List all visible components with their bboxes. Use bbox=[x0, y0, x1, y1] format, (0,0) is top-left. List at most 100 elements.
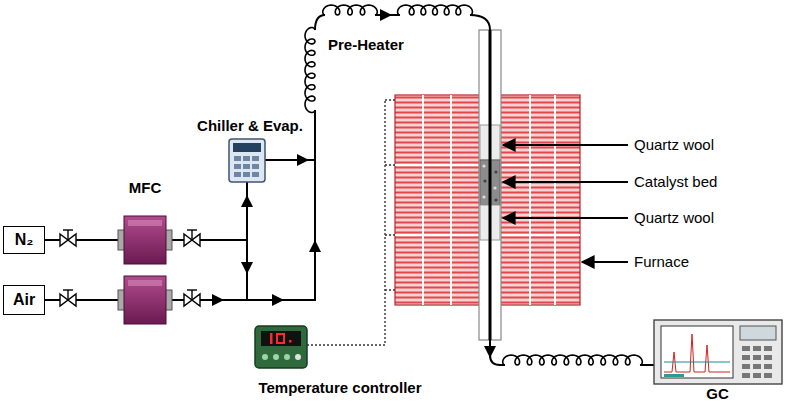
chiller-unit bbox=[234, 156, 259, 177]
node-text: Chiller & Evap. bbox=[197, 116, 303, 136]
gas-source-box: N₂ bbox=[3, 226, 45, 254]
node-text: Temperature controller bbox=[258, 378, 421, 398]
reactor-tube bbox=[479, 30, 501, 340]
mfc-unit bbox=[128, 280, 162, 286]
flow-arrow bbox=[380, 9, 392, 21]
reactor-tube bbox=[489, 30, 492, 340]
gc-instrument bbox=[753, 364, 761, 369]
gc-instrument bbox=[764, 346, 772, 351]
gas-chromatograph: GC bbox=[650, 318, 785, 404]
leader-line bbox=[503, 181, 628, 183]
leader-line bbox=[503, 217, 628, 219]
controller-unit bbox=[273, 354, 279, 360]
mfc-unit bbox=[124, 276, 166, 324]
chiller-unit bbox=[229, 139, 265, 182]
flow-arrow bbox=[241, 195, 253, 207]
controller-unit bbox=[262, 354, 268, 360]
valve-symbol bbox=[67, 290, 68, 300]
reactor-tube bbox=[493, 186, 496, 189]
chiller-evaporator: Chiller & Evap. bbox=[190, 116, 310, 184]
gas-pipe bbox=[470, 15, 490, 30]
controller-unit bbox=[277, 334, 284, 343]
valve-symbol bbox=[191, 230, 192, 240]
reactor-tube bbox=[482, 195, 485, 198]
chiller-unit bbox=[243, 164, 250, 169]
valve-symbol bbox=[187, 229, 197, 230]
mfc-unit bbox=[124, 216, 166, 264]
gc-instrument bbox=[764, 364, 772, 369]
control-wire bbox=[307, 100, 395, 345]
coil-tube bbox=[398, 5, 473, 15]
gc-instrument bbox=[661, 326, 733, 378]
gc-instrument bbox=[664, 362, 730, 363]
chiller-unit bbox=[252, 164, 259, 169]
controller-unit bbox=[284, 354, 290, 360]
controller-unit bbox=[270, 333, 273, 344]
gc-instrument bbox=[664, 334, 730, 372]
pre-heater-coil bbox=[305, 5, 642, 365]
gc-instrument bbox=[753, 373, 761, 378]
mfc-unit bbox=[118, 216, 172, 324]
reactor-tube bbox=[482, 164, 485, 167]
component-label: Pre-Heater bbox=[328, 36, 404, 54]
gc-instrument bbox=[742, 346, 772, 378]
gc-instrument bbox=[753, 346, 761, 351]
valve-symbol bbox=[187, 289, 197, 290]
coil-tube bbox=[305, 28, 315, 113]
flow-controller: MFC bbox=[118, 178, 172, 264]
callout-label: Quartz wool bbox=[634, 209, 714, 227]
gas-pipe bbox=[45, 15, 654, 365]
callout-label: Catalyst bed bbox=[634, 173, 717, 191]
gc-instrument bbox=[654, 320, 782, 384]
gc-instrument bbox=[654, 320, 782, 384]
gc-instrument bbox=[664, 374, 684, 377]
pipe-connector bbox=[45, 239, 118, 241]
chiller-unit bbox=[252, 156, 259, 161]
furnace bbox=[554, 95, 556, 305]
controller-unit bbox=[289, 340, 292, 343]
flow-arrow bbox=[272, 294, 284, 306]
flow-arrow bbox=[309, 240, 321, 252]
chiller-unit bbox=[234, 172, 241, 177]
chiller-unit bbox=[229, 139, 265, 182]
gas-pipe bbox=[315, 15, 325, 30]
flow-arrow bbox=[484, 346, 496, 358]
coil-tube bbox=[503, 355, 643, 365]
chiller-unit bbox=[234, 156, 241, 161]
leader-line bbox=[503, 145, 628, 262]
furnace bbox=[529, 95, 531, 305]
gc-instrument bbox=[753, 355, 761, 360]
node-text: Air bbox=[13, 290, 35, 310]
gc-instrument bbox=[764, 355, 772, 360]
furnace bbox=[422, 95, 424, 305]
reactor-tube bbox=[483, 179, 486, 182]
gc-instrument bbox=[740, 326, 776, 340]
gas-pipe bbox=[45, 299, 118, 301]
chiller-unit bbox=[243, 172, 250, 177]
controller-unit bbox=[255, 326, 307, 368]
gc-instrument bbox=[742, 346, 750, 351]
flow-arrow bbox=[241, 262, 253, 274]
temperature-controller: Temperature controller bbox=[240, 322, 440, 398]
leader-line bbox=[503, 144, 628, 146]
controller-unit bbox=[295, 354, 301, 360]
gas-source-box: Air bbox=[3, 285, 45, 315]
gc-instrument bbox=[742, 373, 750, 378]
flow-arrow bbox=[212, 294, 224, 306]
callout-label: Quartz wool bbox=[634, 136, 714, 154]
valve-symbol bbox=[67, 230, 68, 240]
valve-symbol bbox=[191, 290, 192, 300]
valve-symbol bbox=[63, 289, 73, 290]
chiller-unit bbox=[243, 156, 250, 161]
node-text: MFC bbox=[129, 178, 162, 198]
callout-label: Furnace bbox=[634, 253, 689, 271]
leader-line bbox=[582, 261, 628, 263]
flow-arrow bbox=[297, 154, 309, 166]
gc-instrument bbox=[742, 355, 750, 360]
flow-arrow bbox=[212, 9, 496, 358]
gc-instrument bbox=[742, 364, 750, 369]
mfc-unit bbox=[128, 220, 162, 226]
